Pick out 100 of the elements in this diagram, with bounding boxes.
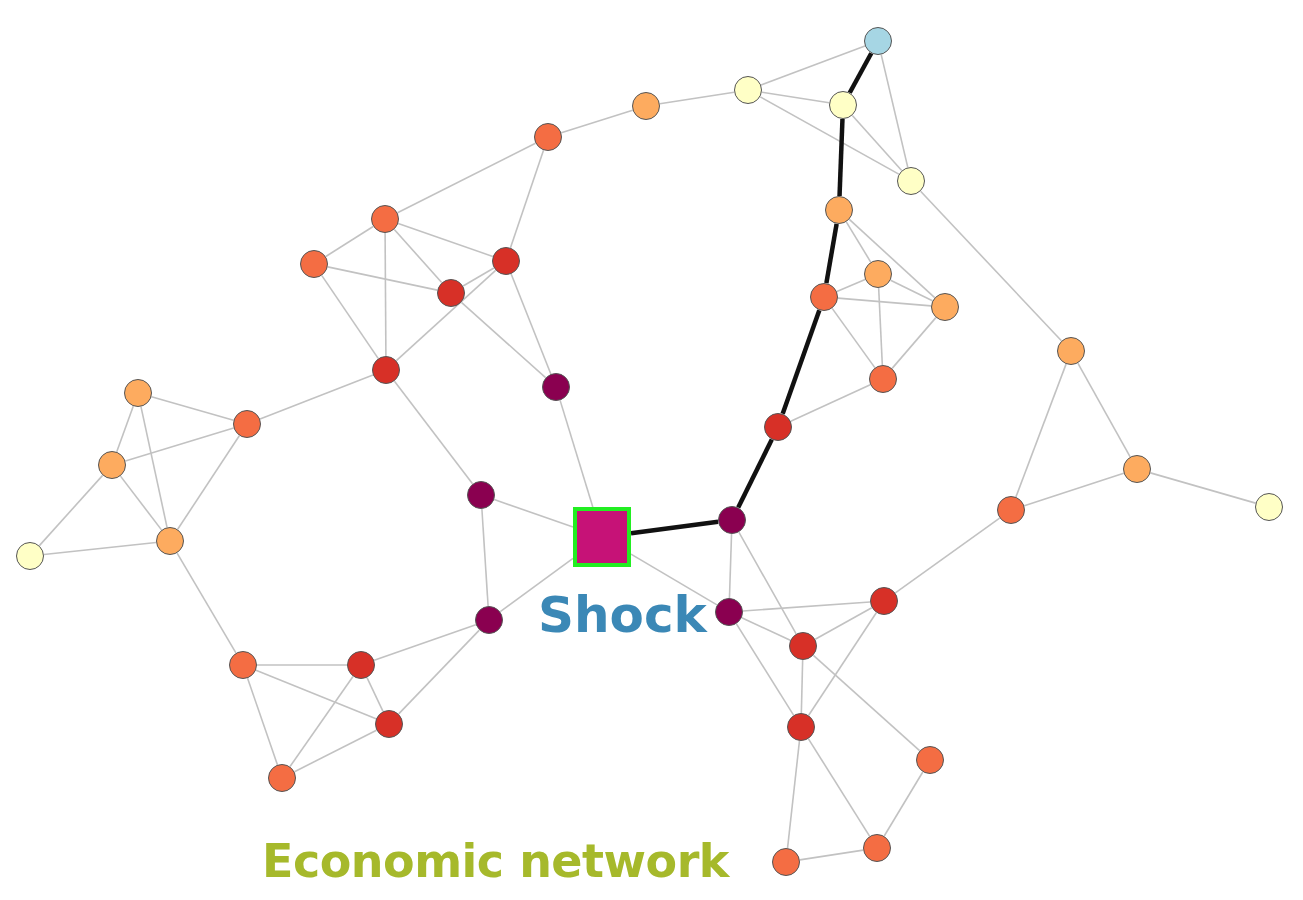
network-link: [559, 399, 594, 508]
network-link: [848, 218, 936, 299]
network-link: [124, 427, 235, 462]
network-link: [814, 607, 873, 640]
network-node: [467, 481, 495, 509]
network-link: [735, 623, 795, 716]
network-link: [836, 278, 866, 293]
network-link: [847, 52, 874, 94]
network-link: [1023, 472, 1125, 507]
network-node: [997, 496, 1025, 524]
network-link: [742, 601, 871, 612]
network-link: [293, 729, 378, 773]
network-node: [897, 167, 925, 195]
network-node: [869, 365, 897, 393]
network-link: [851, 114, 903, 172]
network-node: [916, 746, 944, 774]
network-node: [300, 250, 328, 278]
network-link: [889, 279, 934, 302]
network-link: [786, 740, 801, 849]
network-link: [738, 531, 797, 635]
network-node: [371, 205, 399, 233]
network-node: [124, 379, 152, 407]
network-node: [534, 123, 562, 151]
network-link: [1149, 472, 1257, 504]
network-link: [119, 475, 163, 531]
network-link: [259, 374, 374, 420]
network-link: [460, 301, 547, 379]
network-link: [509, 149, 545, 249]
network-node: [437, 279, 465, 307]
network-link: [256, 664, 348, 666]
network-link: [780, 309, 822, 415]
network-link: [325, 225, 374, 258]
network-node: [1255, 493, 1283, 521]
network-link: [1077, 362, 1131, 458]
network-link: [326, 266, 439, 291]
network-link: [880, 53, 909, 169]
network-link: [845, 221, 872, 263]
network-link: [761, 91, 830, 104]
network-link: [799, 849, 864, 861]
network-node: [372, 356, 400, 384]
network-node: [829, 91, 857, 119]
network-link: [493, 498, 574, 528]
network-link: [246, 677, 279, 766]
network-link: [510, 273, 552, 375]
network-link: [824, 223, 839, 284]
network-link: [38, 474, 104, 547]
network-link: [1015, 363, 1067, 498]
network-node: [789, 632, 817, 660]
network-link: [812, 654, 921, 752]
network-node: [825, 196, 853, 224]
network-link: [789, 384, 872, 422]
network-link: [321, 274, 379, 360]
network-node: [864, 260, 892, 288]
network-node: [870, 587, 898, 615]
network-link: [462, 267, 495, 287]
network-node: [931, 293, 959, 321]
shock-square-node: [573, 507, 631, 567]
network-link: [499, 557, 574, 613]
network-link: [176, 552, 237, 654]
network-node: [156, 527, 184, 555]
network-title: Economic network: [262, 836, 729, 887]
network-link: [807, 611, 878, 717]
network-node: [375, 710, 403, 738]
network-node: [863, 834, 891, 862]
network-link: [396, 142, 537, 214]
network-node: [1057, 337, 1085, 365]
network-link: [759, 96, 900, 175]
network-link: [807, 738, 871, 837]
network-link: [140, 405, 168, 529]
network-link: [384, 232, 387, 357]
network-link: [176, 434, 241, 531]
network-link: [736, 438, 774, 509]
network-node: [347, 651, 375, 679]
network-link: [373, 623, 477, 662]
network-node: [864, 27, 892, 55]
network-node: [492, 247, 520, 275]
network-node: [16, 542, 44, 570]
network-node: [787, 713, 815, 741]
network-node: [764, 413, 792, 441]
network-node: [810, 283, 838, 311]
network-link: [800, 659, 804, 714]
network-node: [542, 373, 570, 401]
network-link: [883, 771, 924, 837]
network-node: [734, 76, 762, 104]
network-link: [831, 307, 876, 369]
network-link: [837, 118, 845, 197]
network-link: [919, 190, 1063, 342]
network-node: [632, 92, 660, 120]
network-link: [397, 629, 481, 715]
network-link: [894, 517, 1001, 594]
network-link: [393, 228, 443, 284]
network-link: [740, 617, 792, 641]
network-link: [891, 316, 937, 370]
network-link: [395, 269, 497, 362]
network-link: [43, 541, 157, 556]
network-node: [268, 764, 296, 792]
network-link: [255, 669, 377, 720]
network-link: [659, 91, 735, 105]
network-link: [481, 508, 489, 607]
network-node: [229, 651, 257, 679]
